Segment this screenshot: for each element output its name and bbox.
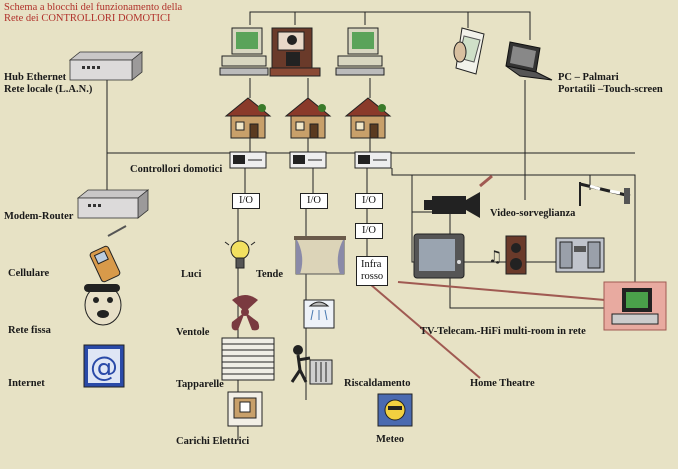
barrier-gate-icon — [579, 182, 631, 206]
house-icon — [224, 97, 272, 139]
io-box: I/O — [232, 193, 260, 209]
hub-label-line-2: Rete locale (L.A.N.) — [4, 84, 93, 95]
cellulare-label: Cellulare — [8, 268, 50, 279]
controller-unit-icon — [229, 151, 267, 169]
tv-label: TV-Telecam.-HiFi multi-room in rete — [420, 326, 586, 337]
infrared-box: Infra rosso — [356, 256, 389, 286]
pc-label-line-1: PC – Palmari — [558, 72, 619, 83]
heater-person-icon — [290, 345, 333, 385]
hub-label-line-1: Hub Ethernet — [4, 72, 67, 83]
house-icon — [284, 97, 332, 139]
curtains-icon — [294, 236, 346, 275]
svg-text:♫: ♫ — [488, 247, 502, 266]
rete-fissa-label: Rete fissa — [8, 325, 51, 336]
weather-sun-icon — [377, 393, 413, 427]
speakers-music-icon: ♫ — [488, 235, 527, 275]
infrared-line-2: rosso — [361, 271, 384, 282]
cellphone-icon — [89, 225, 127, 283]
internet-label: Internet — [8, 378, 45, 389]
tende-label: Tende — [256, 269, 284, 280]
home-theatre-label: Home Theatre — [470, 378, 535, 389]
palmtop-icon — [453, 27, 485, 75]
controllers-label: Controllori domotici — [130, 164, 223, 175]
modem-label: Modem-Router — [4, 211, 74, 222]
io-box: I/O — [300, 193, 328, 209]
pc-monitor-icon — [603, 281, 667, 331]
shutter-icon — [221, 337, 275, 381]
hifi-stereo-icon — [555, 237, 605, 273]
pc-label-line-2: Portatili –Touch-screen — [558, 84, 663, 95]
light-bulb-icon — [224, 240, 256, 269]
modem-router-icon — [76, 189, 150, 219]
internet-at-icon: @ — [83, 344, 125, 388]
title-line-2: Rete dei CONTROLLORI DOMOTICI — [4, 13, 171, 24]
svg-text:@: @ — [90, 350, 118, 383]
workstation-user-icon — [269, 27, 321, 77]
io-box: I/O — [355, 223, 383, 239]
fan-icon — [231, 295, 260, 331]
riscaldamento-label: Riscaldamento — [344, 378, 411, 389]
io-box: I/O — [355, 193, 383, 209]
electrical-load-icon — [227, 391, 263, 427]
carichi-label: Carichi Elettrici — [176, 436, 250, 447]
tapparelle-label: Tapparelle — [176, 379, 224, 390]
video-label: Video-sorveglianza — [490, 208, 576, 219]
computer-icon — [219, 27, 269, 76]
laptop-icon — [505, 41, 553, 81]
meteo-label: Meteo — [376, 434, 404, 445]
pc-label: PC – Palmari Portatili –Touch-screen — [558, 72, 663, 96]
ventole-label: Ventole — [176, 327, 210, 338]
controller-unit-icon — [354, 151, 392, 169]
television-icon — [413, 233, 465, 279]
video-camera-icon — [424, 174, 493, 218]
landline-phone-face-icon — [84, 284, 122, 326]
computer-icon — [335, 27, 385, 76]
shower-icon — [303, 299, 335, 329]
infrared-line-1: Infra — [361, 259, 382, 270]
luci-label: Luci — [181, 269, 202, 280]
diagram-title: Schema a blocchi del funzionamento della… — [4, 2, 182, 24]
hub-ethernet-icon — [68, 51, 144, 81]
house-icon — [344, 97, 392, 139]
title-line-1: Schema a blocchi del funzionamento della — [4, 2, 183, 13]
av-wires — [369, 281, 606, 379]
hub-label: Hub Ethernet Rete locale (L.A.N.) — [4, 72, 92, 96]
controller-unit-icon — [289, 151, 327, 169]
